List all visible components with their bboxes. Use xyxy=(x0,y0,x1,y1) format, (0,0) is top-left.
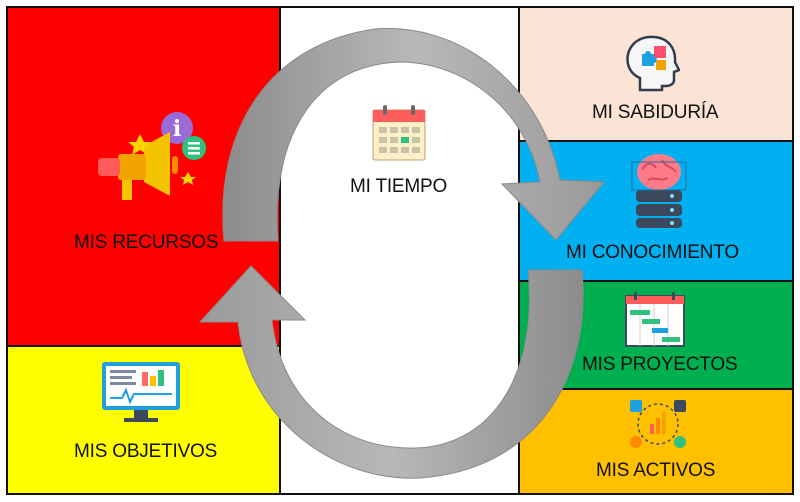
arrow-bottom xyxy=(198,265,584,479)
gantt-chart-icon xyxy=(625,292,685,347)
label-mi-sabiduria: MI SABIDURÍA xyxy=(592,102,719,123)
label-mis-recursos: MIS RECURSOS xyxy=(74,232,219,253)
arrow-top xyxy=(222,27,606,242)
svg-text:i: i xyxy=(173,116,181,142)
label-mi-conocimiento: MI CONOCIMIENTO xyxy=(566,242,739,263)
label-mis-proyectos: MIS PROYECTOS xyxy=(582,354,738,375)
brain-database-icon xyxy=(631,154,687,228)
label-mi-tiempo: MI TIEMPO xyxy=(350,176,448,197)
head-puzzle-icon xyxy=(626,35,680,92)
dashboard-monitor-icon xyxy=(102,362,180,422)
calendar-icon xyxy=(372,105,426,161)
analytics-assets-icon xyxy=(630,400,686,448)
label-mis-objetivos: MIS OBJETIVOS xyxy=(74,441,218,462)
label-mis-activos: MIS ACTIVOS xyxy=(596,460,716,481)
megaphone-icon: i xyxy=(98,112,206,200)
